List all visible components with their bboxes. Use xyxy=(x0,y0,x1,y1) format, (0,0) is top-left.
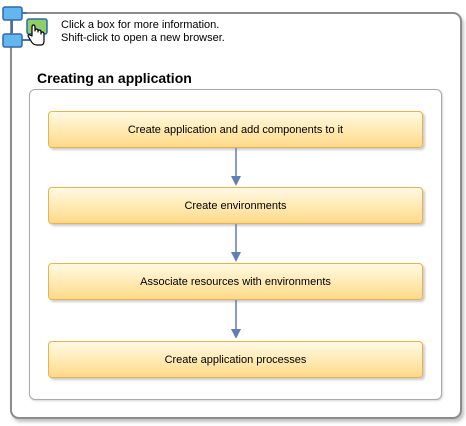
step-label: Associate resources with environments xyxy=(140,275,331,288)
flowchart-hand-cursor-icon xyxy=(2,6,48,48)
down-arrow-icon xyxy=(231,300,241,338)
instructions: Click a box for more information. Shift-… xyxy=(61,19,225,45)
step-label: Create application and add components to… xyxy=(127,123,344,136)
step-label: Create application processes xyxy=(164,353,307,366)
down-arrow-icon xyxy=(231,224,241,262)
step-associate-resources-button[interactable]: Associate resources with environments xyxy=(48,263,423,300)
step-create-processes-button[interactable]: Create application processes xyxy=(48,341,423,378)
diagram-title: Creating an application xyxy=(37,70,192,86)
instruction-shift-click: Shift-click to open a new browser. xyxy=(61,32,225,44)
step-create-application-button[interactable]: Create application and add components to… xyxy=(48,111,423,148)
step-label: Create environments xyxy=(184,199,287,212)
instruction-click: Click a box for more information. xyxy=(61,19,220,31)
step-create-environments-button[interactable]: Create environments xyxy=(48,187,423,224)
down-arrow-icon xyxy=(231,148,241,186)
